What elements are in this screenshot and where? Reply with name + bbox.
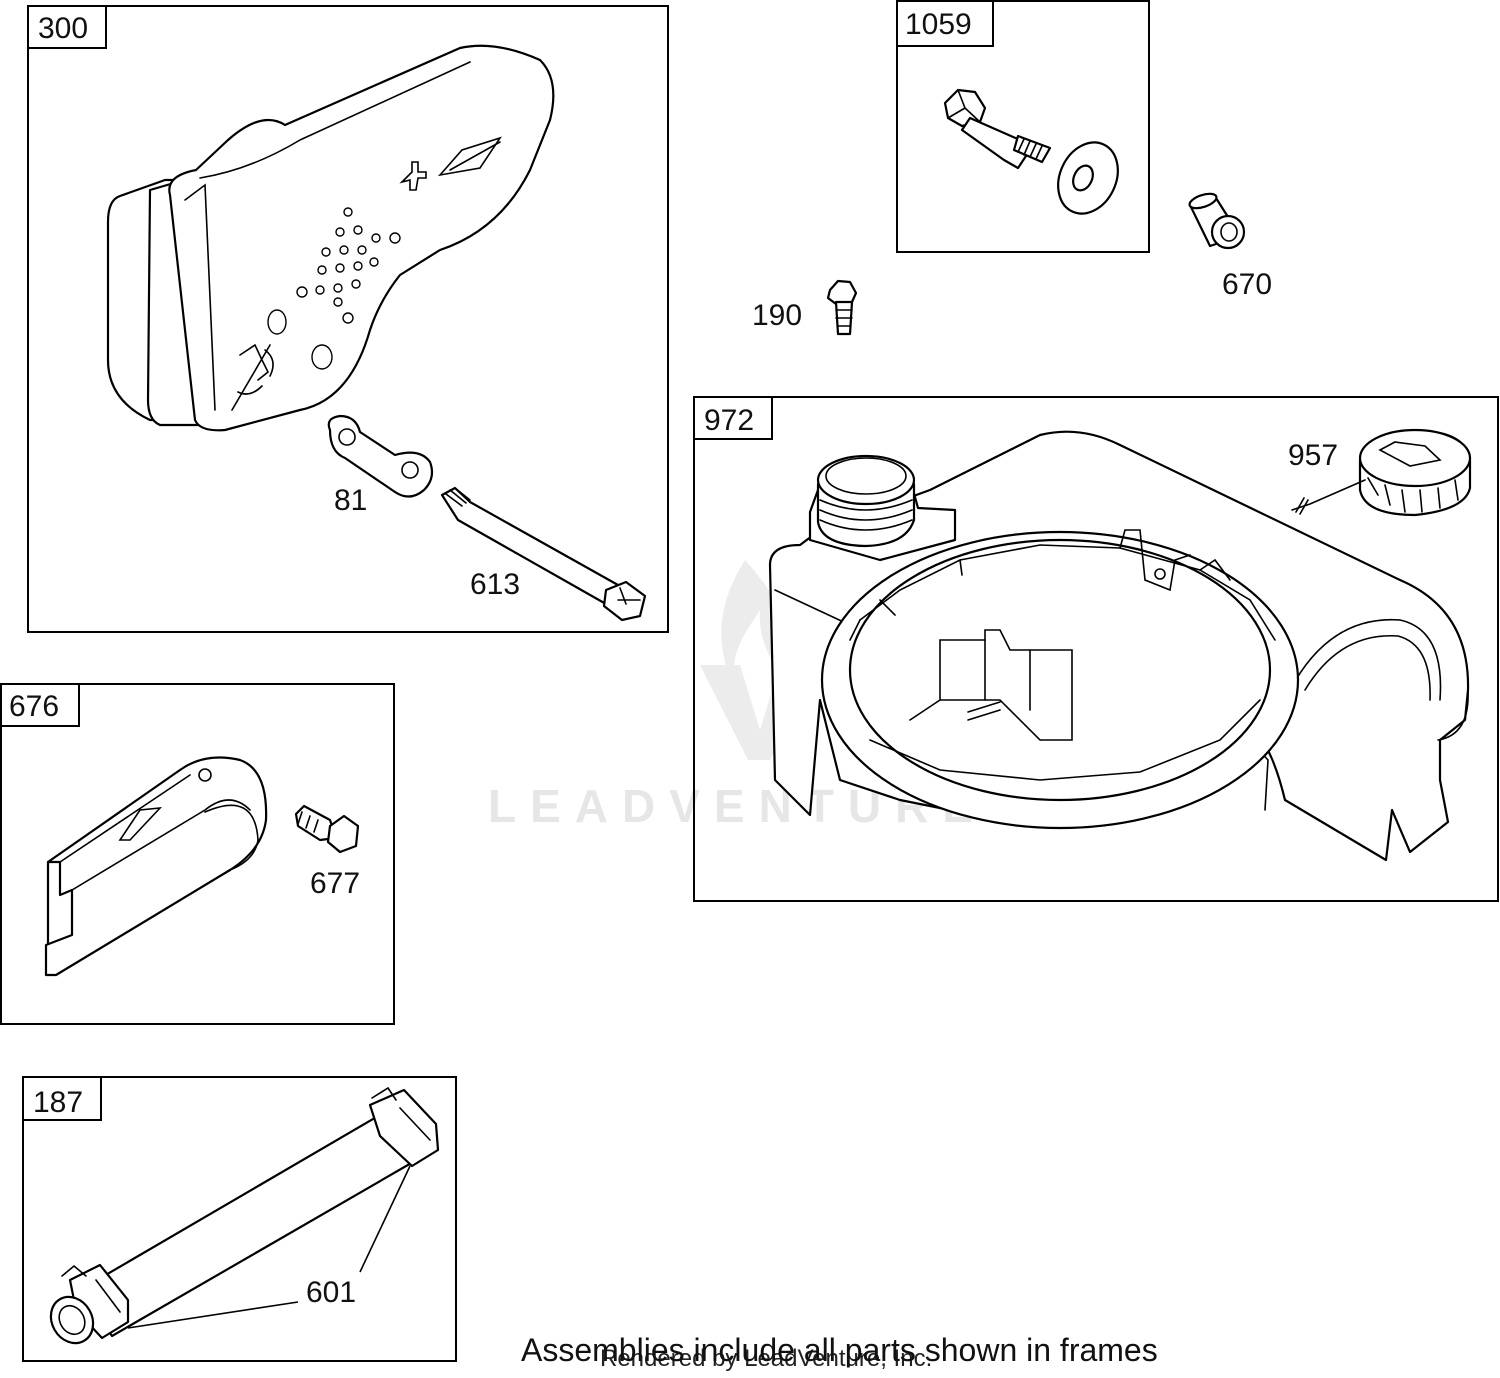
frame-187-label: 187 bbox=[33, 1086, 83, 1119]
callout-670: 670 bbox=[1222, 268, 1272, 301]
leader-601-a bbox=[359, 1165, 411, 1273]
muffler-part[interactable] bbox=[106, 44, 555, 432]
frame-972: 972 bbox=[693, 396, 1499, 902]
callout-190: 190 bbox=[752, 299, 802, 332]
frame-187: 187 601 bbox=[22, 1076, 457, 1362]
callout-957: 957 bbox=[1288, 439, 1338, 472]
bracket-81[interactable] bbox=[327, 414, 434, 498]
footer-note: Assemblies include all parts shown in fr… bbox=[521, 1332, 1158, 1368]
frame-300-label: 300 bbox=[38, 12, 88, 45]
bushing-670[interactable] bbox=[1188, 191, 1246, 250]
leader-601-b bbox=[127, 1301, 299, 1329]
frame-300: 300 bbox=[27, 5, 669, 633]
screw-190[interactable] bbox=[826, 279, 858, 336]
callout-601: 601 bbox=[306, 1276, 356, 1309]
fuel-cap-957[interactable] bbox=[1291, 428, 1472, 517]
frame-676: 676 677 bbox=[0, 683, 395, 1025]
guard-part[interactable] bbox=[44, 756, 268, 977]
frame-1059-label: 1059 bbox=[905, 8, 972, 41]
screw-677[interactable] bbox=[294, 804, 360, 854]
hose-part[interactable] bbox=[43, 1086, 440, 1351]
frame-972-label: 972 bbox=[704, 404, 754, 437]
callout-81: 81 bbox=[334, 484, 367, 517]
frame-1059: 1059 bbox=[896, 0, 1150, 253]
callout-677: 677 bbox=[310, 867, 360, 900]
bolt-613[interactable] bbox=[440, 486, 647, 622]
washer-part[interactable] bbox=[1047, 133, 1129, 224]
footer-rendered-by: Rendered by LeadVenture, Inc. bbox=[600, 1345, 932, 1372]
frame-676-label: 676 bbox=[9, 690, 59, 723]
fuel-tank-part[interactable] bbox=[768, 430, 1470, 862]
shoulder-bolt-part[interactable] bbox=[943, 88, 1052, 170]
callout-613: 613 bbox=[470, 568, 520, 601]
